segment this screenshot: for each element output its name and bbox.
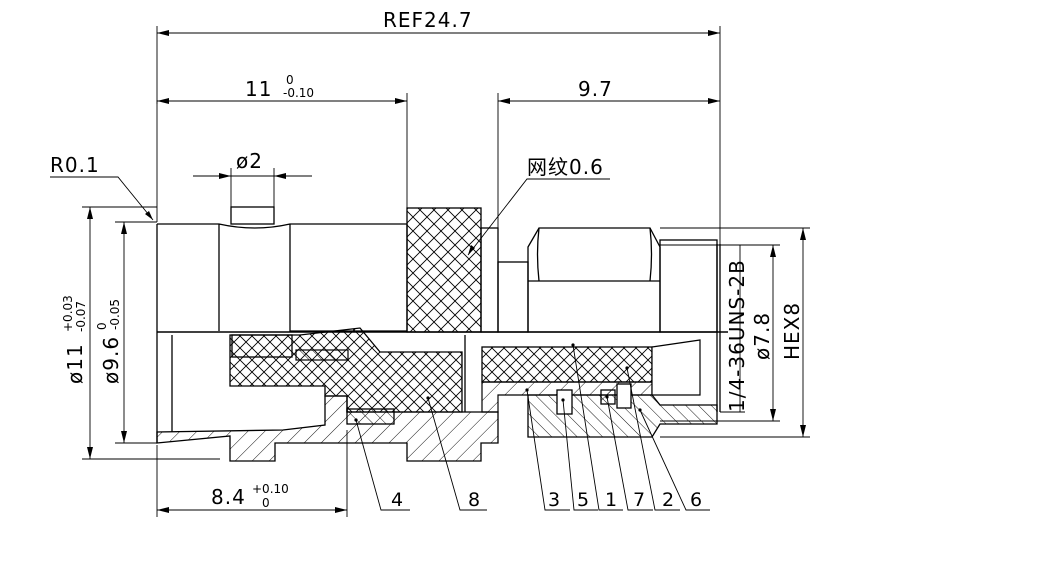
right-length-label: 9.7 (578, 77, 613, 101)
dia11-tol-upper: +0.03 (61, 295, 75, 332)
dim-hex: HEX8 (660, 227, 810, 438)
connector-outline (156, 206, 728, 443)
dim-dia11: ø11 +0.03 -0.07 (61, 206, 220, 460)
dia11-tol-lower: -0.07 (74, 301, 88, 332)
dim-dia2: ø2 (193, 149, 312, 207)
left-length-main: 11 (245, 77, 272, 101)
dim-thread: 1/4-36UNS-2B (720, 244, 749, 413)
left-length-tol-lower: -0.10 (283, 86, 314, 100)
dia11-main: ø11 (63, 343, 87, 384)
radius-callout: R0.1 (50, 153, 154, 221)
dim-right-length: 9.7 (497, 77, 720, 228)
left-length-tol-upper: 0 (286, 73, 294, 87)
balloon-4: 4 (391, 489, 403, 511)
balloon-6: 6 (690, 489, 702, 511)
hex-label: HEX8 (780, 302, 804, 360)
thread-label: 1/4-36UNS-2B (725, 259, 749, 412)
bottom-length-tol-lower: 0 (262, 496, 270, 510)
radius-label: R0.1 (50, 153, 100, 177)
knurl-callout: 网纹0.6 (467, 155, 610, 256)
connector-section (156, 327, 718, 462)
dia96-tol-upper: 0 (95, 322, 109, 330)
dim-left-length: 11 0 -0.10 (156, 73, 408, 208)
dia96-tol-lower: -0.05 (108, 299, 122, 330)
balloon-leaders (354, 343, 710, 511)
dia78-label: ø7.8 (750, 312, 774, 360)
bottom-length-main: 8.4 (211, 485, 246, 509)
dim-bottom-length: 8.4 +0.10 0 (156, 430, 348, 517)
dia96-main: ø9.6 (99, 336, 123, 384)
balloon-7: 7 (633, 489, 645, 511)
dim-dia96: ø9.6 0 -0.05 (95, 221, 157, 444)
knurl-label: 网纹0.6 (527, 155, 604, 179)
balloon-2: 2 (662, 489, 674, 511)
balloon-3: 3 (548, 489, 560, 511)
balloon-labels: 4 8 3 5 1 7 2 6 (391, 489, 702, 511)
dim-overall-ref: REF24.7 (156, 8, 721, 245)
overall-ref-label: REF24.7 (383, 8, 473, 32)
balloon-8: 8 (468, 489, 480, 511)
balloon-1: 1 (605, 489, 617, 511)
dia2-label: ø2 (236, 149, 263, 173)
balloon-5: 5 (577, 489, 589, 511)
bottom-length-tol-upper: +0.10 (252, 482, 289, 496)
